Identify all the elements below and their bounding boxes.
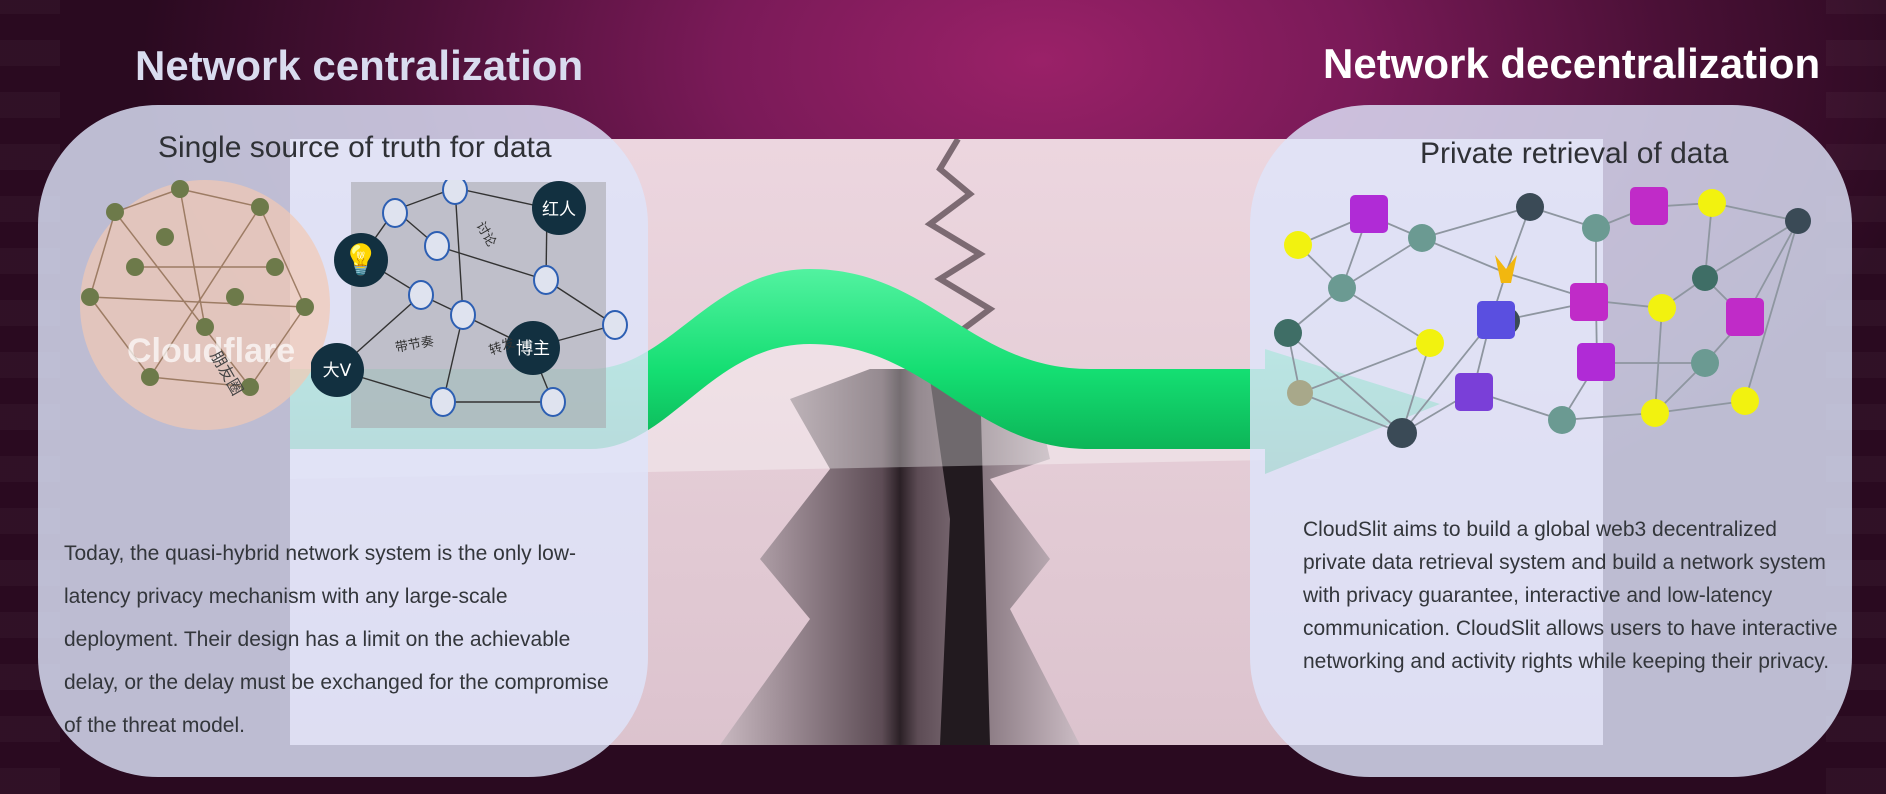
lead-label: 带节奏 bbox=[394, 334, 435, 356]
centralization-subtitle: Single source of truth for data bbox=[158, 131, 552, 164]
decentralization-title: Network decentralization bbox=[1323, 40, 1821, 87]
decentralized-network-graphic bbox=[1270, 183, 1830, 448]
influencer-network-graphic: 💡 红人 大V 博主 讨论 转发 带节奏 bbox=[310, 175, 631, 428]
blogger-label: 博主 bbox=[516, 339, 550, 359]
cloudflare-watermark: Cloudflare bbox=[127, 332, 295, 370]
decentralization-subtitle: Private retrieval of data bbox=[1420, 137, 1729, 170]
friends-network-graphic: Cloudflare 朋友圈 bbox=[75, 177, 335, 432]
centralization-description: Today, the quasi-hybrid network system i… bbox=[64, 542, 609, 737]
lightbulb-icon: 💡 bbox=[342, 242, 379, 277]
big-v-label: 大V bbox=[323, 361, 352, 381]
centralization-title: Network centralization bbox=[135, 42, 584, 89]
decentralization-description: CloudSlit aims to build a global web3 de… bbox=[1303, 518, 1838, 673]
red-person-label: 红人 bbox=[542, 200, 576, 220]
